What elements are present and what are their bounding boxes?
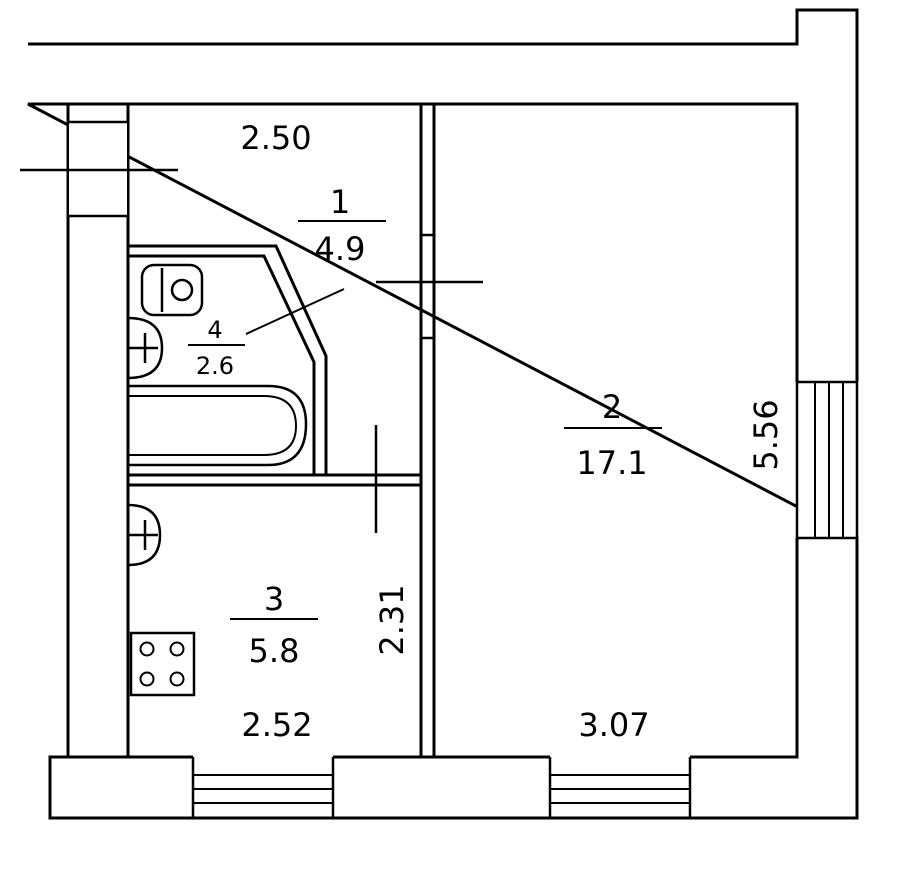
toilet-icon (140, 263, 204, 317)
entrance-door (20, 120, 178, 218)
room-2-area: 17.1 (576, 444, 647, 482)
dimension-room1-width: 2.50 (240, 119, 311, 157)
room-1-area: 4.9 (315, 230, 366, 268)
interior-walls (128, 104, 436, 757)
bathtub-icon (128, 384, 308, 467)
dimension-room3-length: 2.31 (373, 584, 411, 655)
room-3-label: 3 5.8 (230, 580, 318, 670)
dimension-room3-width: 2.52 (241, 706, 312, 744)
window-right (795, 380, 859, 540)
door-marks (374, 280, 483, 533)
room-4-label: 4 2.6 (188, 288, 345, 380)
room-1-label: 1 4.9 (298, 183, 386, 268)
sink-icon (127, 316, 164, 380)
kitchen-sink-icon (127, 503, 162, 567)
exterior-walls (27, 8, 859, 820)
dimension-room2-length: 5.56 (747, 399, 785, 470)
room-1-number: 1 (330, 183, 350, 221)
room-4-number: 4 (207, 316, 222, 344)
room-3-number: 3 (264, 580, 284, 618)
room-4-area: 2.6 (196, 352, 234, 380)
window-bottom-right (548, 757, 692, 818)
stove-icon (129, 631, 196, 697)
room-3-area: 5.8 (249, 632, 300, 670)
window-bottom-left (191, 757, 335, 818)
room-2-label: 2 17.1 (564, 388, 662, 482)
dimension-room2-width: 3.07 (578, 706, 649, 744)
room-2-number: 2 (602, 388, 622, 426)
